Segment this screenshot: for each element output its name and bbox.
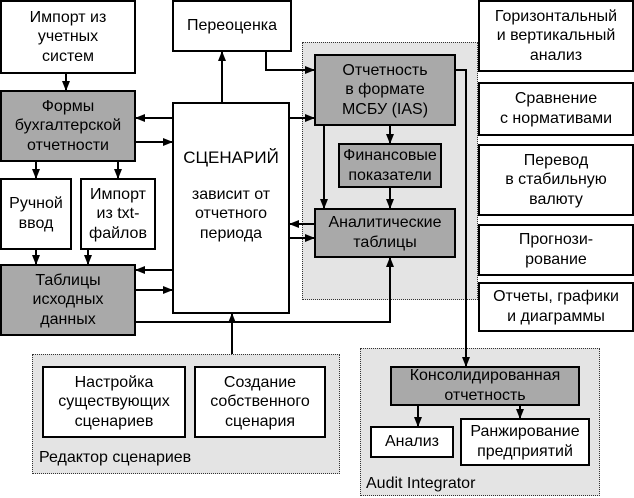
revaluation-box: Переоценка	[172, 0, 292, 52]
create-scenario-box: Создание собственного сценария	[194, 366, 326, 438]
ranking-box: Ранжирование предприятий	[460, 418, 590, 466]
forecasting-box: Прогнози- рование	[478, 224, 634, 276]
import-txt-box: Импорт из txt- файлов	[80, 178, 156, 250]
arrow-ias-to-consolidated	[456, 69, 470, 367]
consolidated-reporting-box: Консолидированная отчетность	[390, 366, 580, 406]
financial-indicators-box: Финансовые показатели	[338, 143, 442, 188]
arrow-revaluation-to-ias	[265, 52, 315, 74]
scenario-description: зависит от отчетного периода	[191, 185, 271, 242]
scenario-editor-label: Редактор сценариев	[39, 449, 192, 466]
audit-integrator-label: Audit Integrator	[366, 475, 476, 492]
setup-scenarios-box: Настройка существующих сценариев	[42, 366, 186, 438]
analysis-box: Анализ	[370, 426, 454, 458]
stable-currency-box: Перевод в стабильную валюту	[478, 144, 634, 216]
ias-reporting-box: Отчетность в формате МСБУ (IAS)	[314, 54, 456, 126]
scenario-title: СЦЕНАРИЙ	[183, 148, 279, 167]
analytical-tables-box: Аналитические таблицы	[314, 208, 456, 258]
scenario-box: СЦЕНАРИЙ зависит от отчетного периода	[172, 102, 290, 314]
reports-charts-box: Отчеты, графики и диаграммы	[478, 282, 634, 332]
arrow-source-to-analytical	[136, 257, 394, 323]
import-accounting-box: Импорт из учетных систем	[0, 0, 136, 74]
reporting-forms-box: Формы бухгалтерской отчетности	[0, 90, 136, 162]
norm-comparison-box: Сравнение с нормативами	[478, 82, 634, 136]
horizontal-vertical-analysis-box: Горизонтальный и вертикальный анализ	[478, 0, 634, 72]
manual-input-box: Ручной ввод	[0, 178, 72, 250]
source-tables-box: Таблицы исходных данных	[0, 264, 136, 336]
